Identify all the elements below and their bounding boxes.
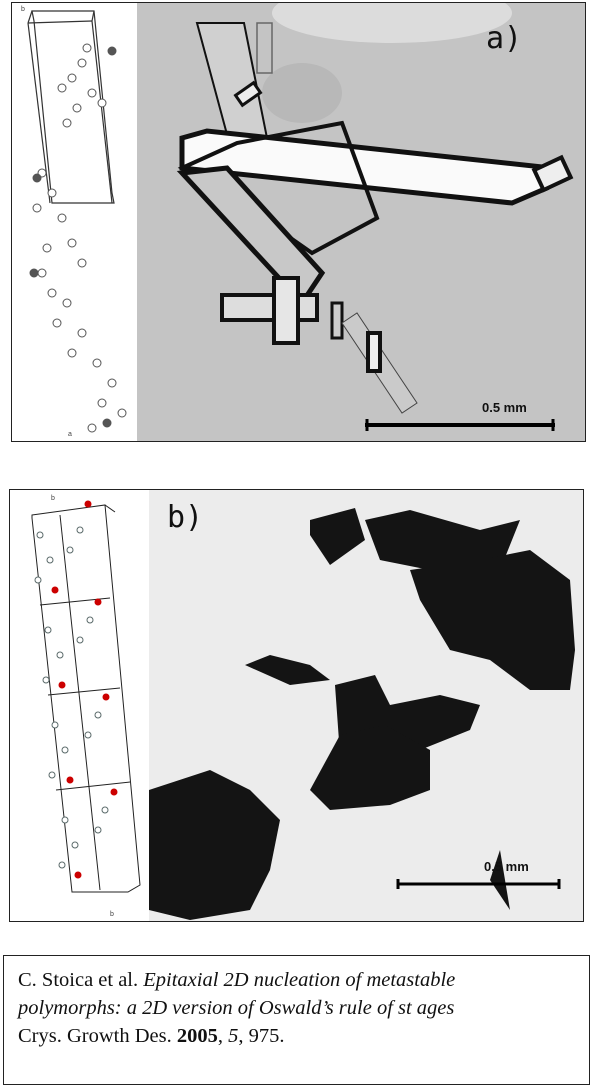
background-glare [272, 3, 512, 43]
panel-b-illustration [31, 490, 583, 921]
axis-label-b-bottom: b [110, 911, 114, 918]
scale-bar-b [396, 879, 561, 889]
crystals-b [149, 508, 575, 920]
citation-title-line1: Epitaxial 2D nucleation of metastable [143, 969, 456, 991]
molecule-a [29, 43, 127, 433]
axis-label-a: a [68, 431, 72, 438]
scale-bar-label-a: 0.5 mm [482, 400, 527, 415]
figure-panel-a: b a a) 0.5 mm [11, 2, 586, 442]
citation-pages: 975. [248, 1025, 285, 1047]
scale-bar-label-b: 0,5 mm [484, 859, 529, 874]
panel-a-illustration [27, 3, 585, 441]
crystals-a [176, 22, 574, 414]
background-shadow [262, 63, 342, 123]
citation-caption: C. Stoica et al. Epitaxial 2D nucleation… [3, 955, 590, 1085]
axis-label-b: b [21, 6, 25, 13]
citation-journal: Crys. Growth Des. [18, 1025, 172, 1047]
citation-volume: 5 [228, 1025, 239, 1047]
citation-authors: C. Stoica et al. [18, 969, 139, 991]
citation-year: 2005 [176, 1025, 218, 1047]
citation-title-line2: polymorphs: a 2D version of Oswald’s rul… [18, 997, 455, 1019]
micrograph-a-background [137, 3, 585, 441]
panel-label-b: b) [167, 500, 204, 535]
scale-bar-a [365, 419, 555, 431]
axis-label-b-top: b [51, 495, 55, 502]
panel-label-a: a) [486, 21, 523, 56]
unit-cell-b [31, 504, 141, 893]
molecule-b [34, 500, 118, 879]
figure-panel-b: b b b) 0,5 mm [9, 489, 584, 922]
